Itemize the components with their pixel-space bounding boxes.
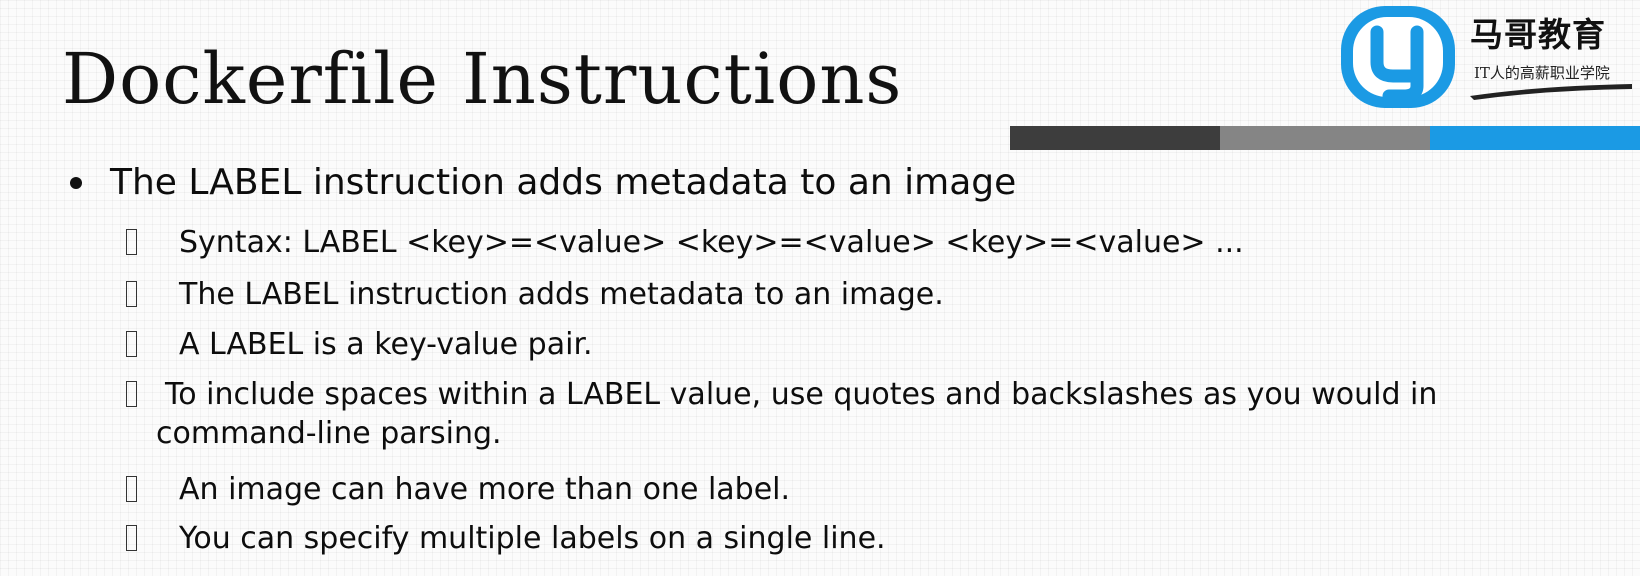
accent-bar-dark: [1010, 126, 1220, 150]
bullet-box-icon: [126, 229, 137, 255]
list-item-text: An image can have more than one label.: [179, 472, 791, 507]
list-item-text: The LABEL instruction adds metadata to a…: [179, 277, 944, 312]
list-item: The LABEL instruction adds metadata to a…: [126, 270, 944, 320]
bullet-box-icon: [126, 525, 137, 551]
bullet-dot-icon: [70, 176, 82, 189]
list-item-text: A LABEL is a key-value pair.: [179, 327, 593, 362]
list-item: Syntax: LABEL <key>=<value> <key>=<value…: [126, 218, 1244, 268]
brand-name: 马哥教育: [1470, 15, 1606, 54]
slide-title: Dockerfile Instructions: [62, 38, 903, 120]
bullet-box-icon: [126, 331, 137, 357]
list-item-text: Syntax: LABEL <key>=<value> <key>=<value…: [179, 225, 1244, 260]
bullet-box-icon: [126, 381, 137, 407]
accent-bar-gray: [1220, 126, 1430, 150]
list-item: An image can have more than one label.: [126, 465, 790, 515]
bullet-box-icon: [126, 476, 137, 502]
accent-bar: [1010, 126, 1640, 150]
list-item-continuation: command-line parsing.: [156, 416, 502, 451]
list-item: A LABEL is a key-value pair.: [126, 320, 593, 370]
list-item-text: To include spaces within a LABEL value, …: [165, 377, 1438, 412]
list-item: To include spaces within a LABEL value, …: [126, 370, 1437, 420]
list-item-text: You can specify multiple labels on a sin…: [179, 521, 886, 556]
accent-bar-blue: [1430, 126, 1640, 150]
mage-education-logo-icon: [1341, 6, 1455, 108]
bullet-box-icon: [126, 281, 137, 307]
brand-swoosh-decoration: [1470, 84, 1632, 100]
brand-slogan: IT人的高薪职业学院: [1474, 64, 1610, 82]
main-bullet-text: The LABEL instruction adds metadata to a…: [110, 162, 1017, 203]
main-bullet: The LABEL instruction adds metadata to a…: [70, 162, 1016, 203]
list-item: You can specify multiple labels on a sin…: [126, 514, 886, 564]
